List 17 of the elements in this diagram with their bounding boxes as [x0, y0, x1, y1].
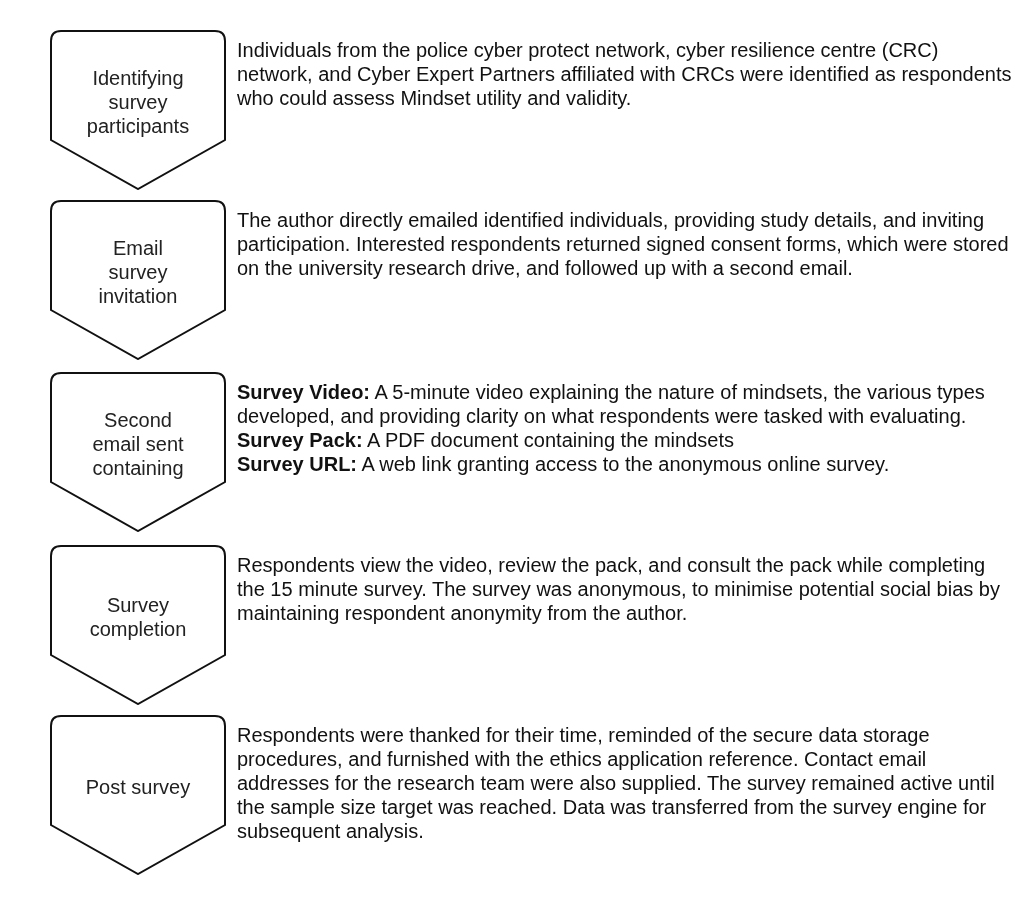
- step-description: Survey URL: A web link granting access to the anonymous online survey.: [237, 452, 891, 476]
- step-label: Post survey: [84, 775, 192, 799]
- step-label: Email survey invitation: [97, 236, 179, 308]
- step-description: Survey Pack: A PDF document containing the mindsets: [237, 428, 735, 452]
- chevron-step: [50, 200, 226, 360]
- step-label: Survey completion: [88, 593, 188, 641]
- chevron-step: [50, 545, 226, 705]
- chevron-step: [50, 372, 226, 532]
- step-label: Identifying survey participants: [85, 66, 191, 138]
- step-description: Survey Video: A 5-minute video explaining the nature of mindsets, the various types developed, and providing clarity on what respondents were tasked with evaluating.: [237, 380, 986, 428]
- step-description: Individuals from the police cyber protect network, cyber resilience centre (CRC) network, and Cyber Expert Partners affiliated with CRCs were identified as respondents who could assess Mindset utility and validity.: [237, 38, 1013, 110]
- chevron-step: [50, 715, 226, 875]
- step-description: The author directly emailed identified individuals, providing study details, and inviting participation. Interested respondents returned signed consent forms, which were stored on the university research drive, and followed up with a second email.: [237, 208, 1010, 280]
- step-description: Respondents view the video, review the pack, and consult the pack while completing the 15 minute survey. The survey was anonymous, to minimise potential social bias by maintaining respondent anonymity from the author.: [237, 553, 1001, 625]
- step-label: Second email sent containing: [91, 408, 185, 480]
- chevron-step: [50, 30, 226, 190]
- step-description: Respondents were thanked for their time, reminded of the secure data storage procedures, and furnished with the ethics application reference. Contact email addresses for the research team were also supplied. The survey remained active until the sample size target was reached. Data was transferred from the survey engine for subsequent analysis.: [237, 723, 996, 843]
